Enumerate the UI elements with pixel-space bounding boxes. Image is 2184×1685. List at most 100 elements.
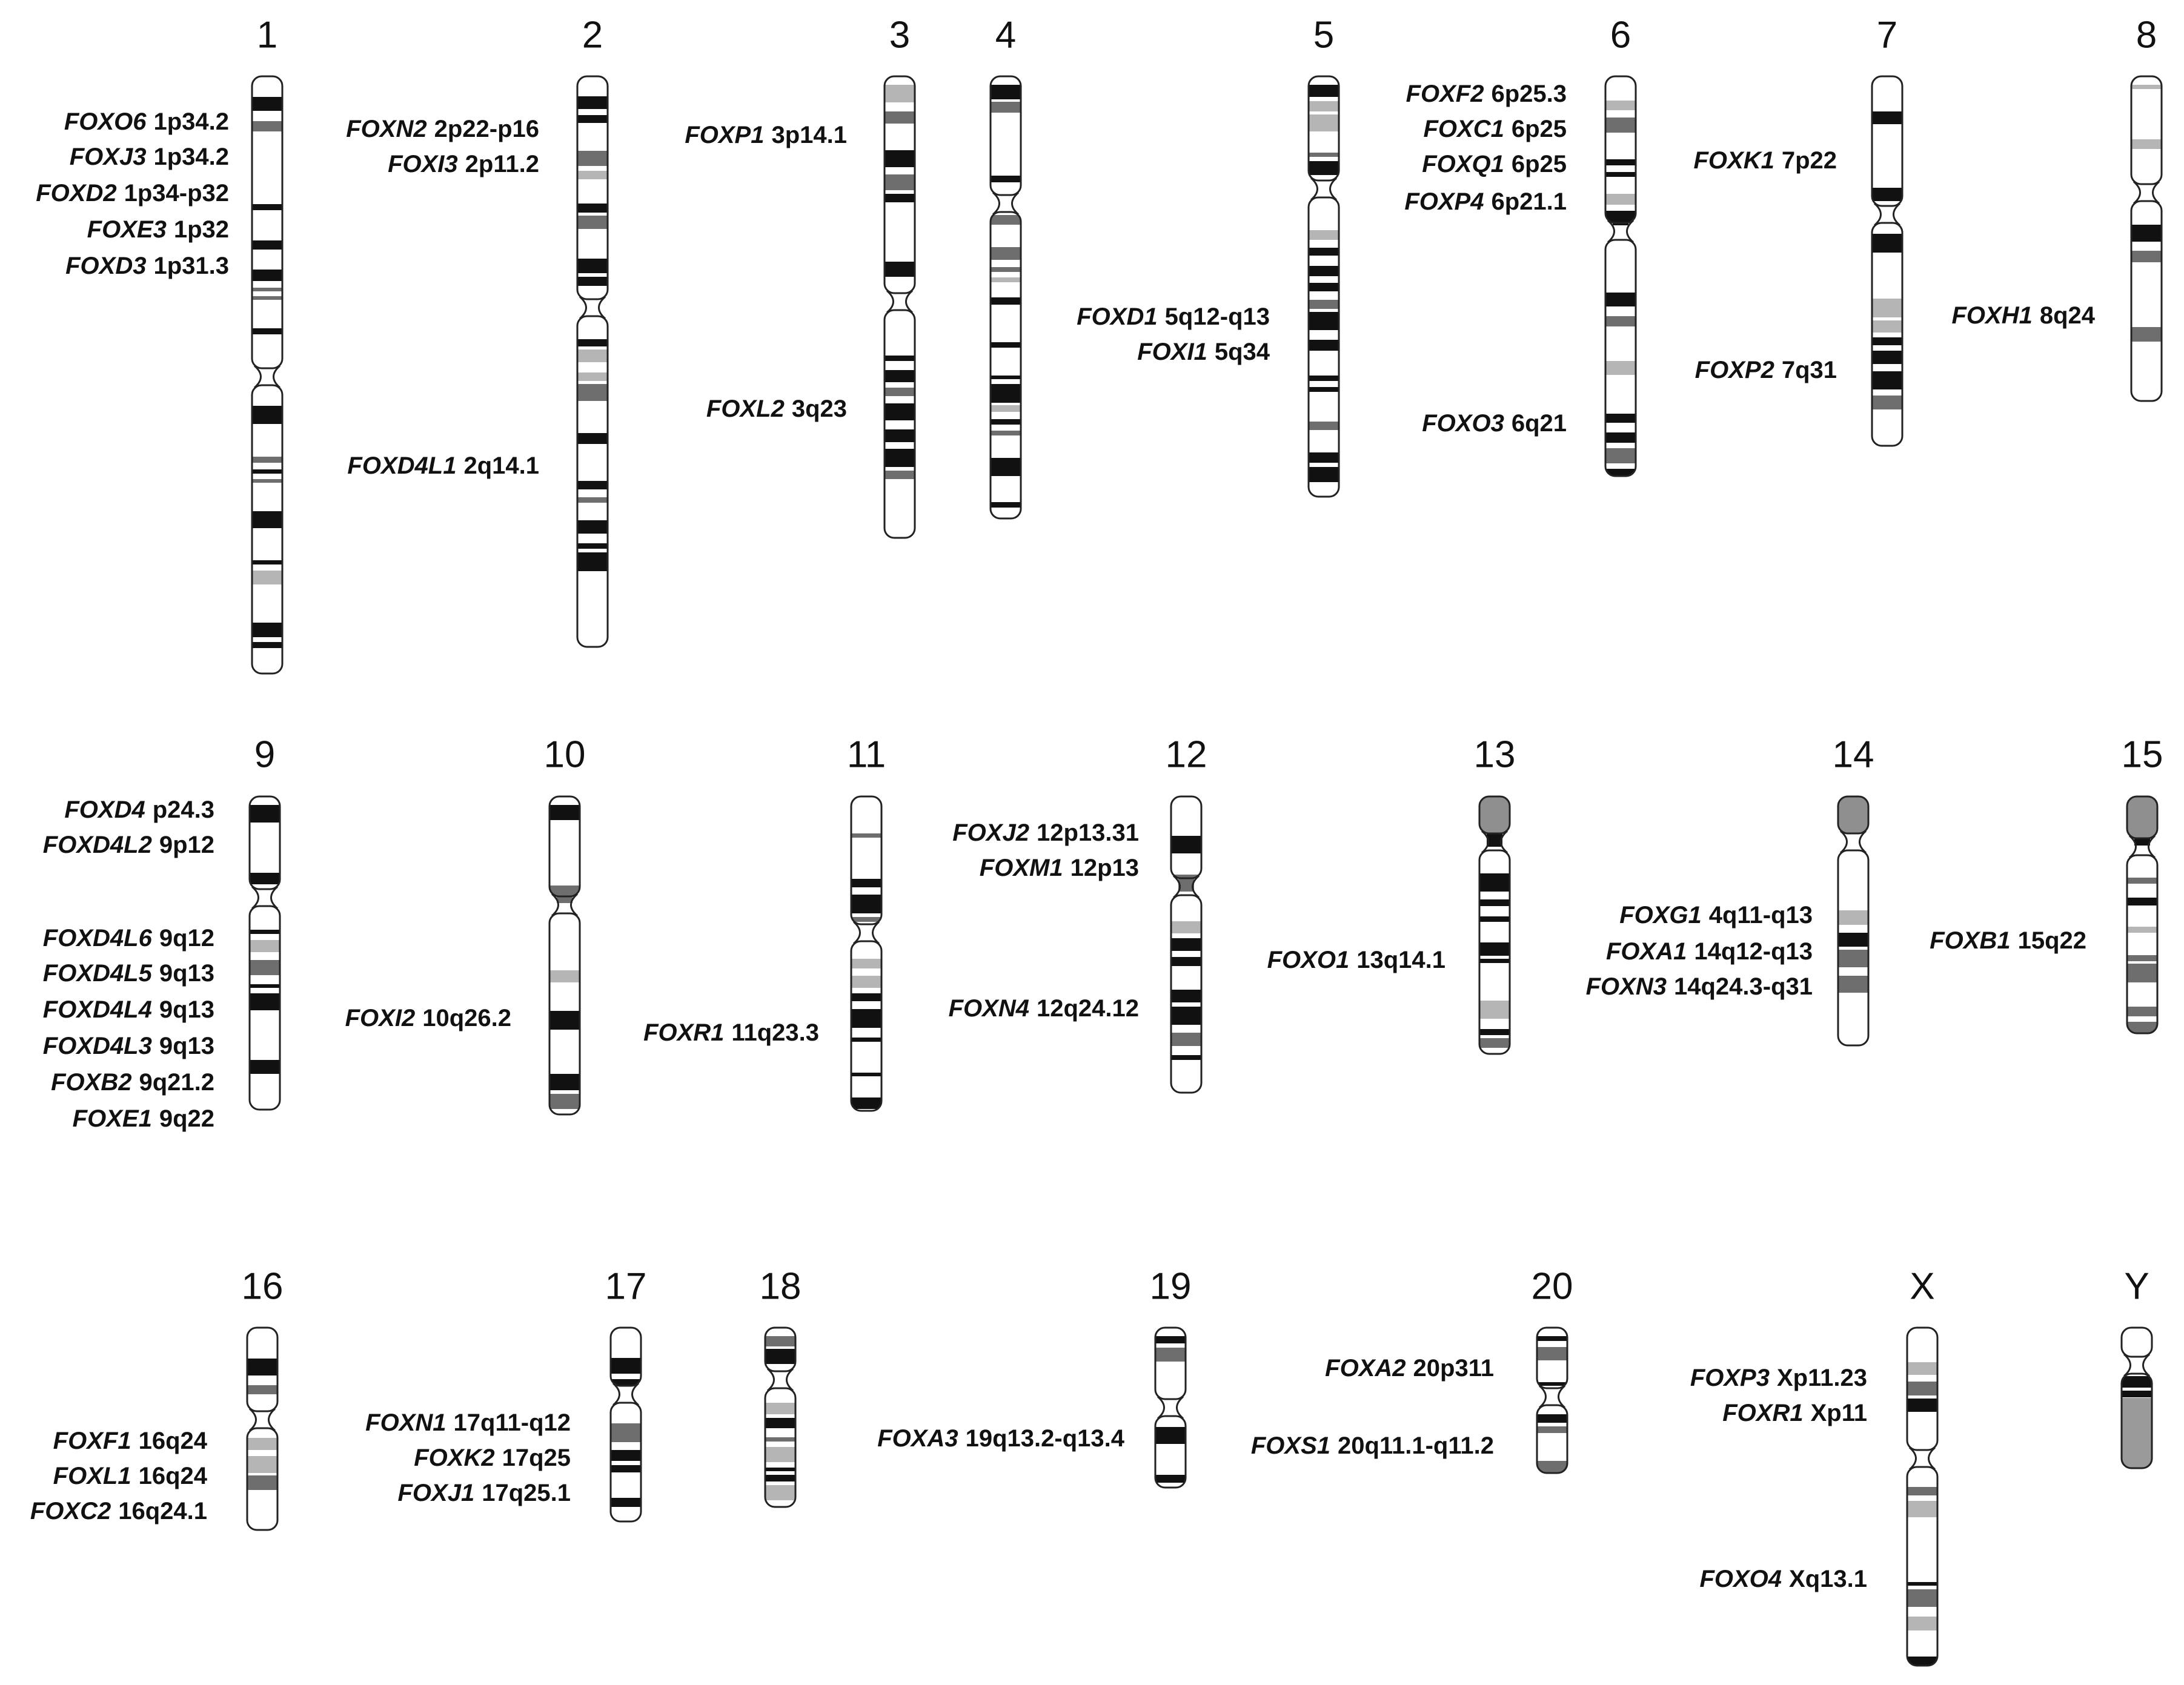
chromosome-number-label: 5 (1313, 14, 1334, 56)
q-arm (1837, 849, 1870, 1047)
gene-locus: 3p14.1 (771, 122, 847, 148)
gene-symbol: FOXC1 (1423, 116, 1504, 142)
gene-symbol: FOXL2 (706, 396, 785, 422)
q-arm (883, 309, 916, 539)
p-arm (248, 795, 281, 890)
gene-locus: Xq13.1 (1789, 1566, 1867, 1592)
chromosome-bands (1155, 1328, 1186, 1488)
gene-locus: 9q21.2 (139, 1069, 214, 1096)
gene-symbol: FOXI2 (345, 1005, 416, 1031)
p-arm (2120, 1326, 2153, 1358)
gene-locus: 7q31 (1782, 357, 1837, 383)
gene-symbol: FOXO4 (1699, 1566, 1782, 1592)
gene-symbol: FOXH1 (1951, 302, 2032, 329)
gene-symbol: FOXB2 (51, 1069, 131, 1096)
centromere (248, 1408, 276, 1432)
centromere (2133, 180, 2160, 205)
p-arm (1604, 75, 1637, 224)
gene-locus: 3q23 (792, 396, 847, 422)
q-arm (576, 315, 609, 648)
gene-symbol: FOXP3 (1690, 1365, 1770, 1391)
gene-symbol: FOXN3 (1586, 973, 1667, 1000)
q-arm (989, 211, 1022, 520)
gene-symbol: FOXR1 (643, 1019, 724, 1046)
gene-locus: 9p12 (159, 832, 214, 858)
gene-locus: 9q13 (159, 996, 214, 1023)
chromosome-bands (765, 1328, 795, 1507)
gene-symbol: FOXC2 (30, 1498, 111, 1524)
chromosome-number-label: 8 (2136, 14, 2157, 56)
gene-locus: 8q24 (2040, 302, 2096, 329)
chromosome-number-label: 4 (995, 14, 1016, 56)
gene-symbol: FOXK2 (414, 1445, 494, 1471)
chromosome-number-label: 16 (242, 1265, 284, 1307)
gene-locus: 17q11-q12 (454, 1409, 571, 1436)
gene-symbol: FOXD4L6 (43, 925, 153, 952)
p-arm (251, 75, 284, 369)
gene-label: FOXO4 Xq13.1 (1699, 1566, 1867, 1592)
chromosome-bands (885, 76, 915, 538)
chromosome-number-label: 17 (605, 1265, 647, 1307)
p-arm (548, 795, 581, 898)
gene-locus: Xp11 (1811, 1400, 1867, 1426)
p-arm (764, 1326, 797, 1372)
q-arm (764, 1387, 797, 1508)
p-arm (1906, 1326, 1939, 1451)
gene-symbol: FOXQ1 (1422, 151, 1504, 177)
p-arm (1837, 795, 1870, 835)
gene-locus: 4q11-q13 (1709, 902, 1813, 929)
gene-locus: 10q26.2 (422, 1005, 511, 1031)
gene-locus: 14q12-q13 (1694, 938, 1813, 965)
gene-symbol: FOXO6 (64, 108, 147, 135)
gene-locus: 1p34.2 (153, 144, 229, 170)
p-arm (246, 1326, 279, 1412)
chromosome-bands (1605, 76, 1636, 476)
centromere (852, 921, 880, 945)
gene-symbol: FOXO1 (1267, 947, 1350, 973)
gene-symbol: FOXD4L2 (43, 832, 152, 858)
centromere (1172, 875, 1200, 899)
gene-symbol: FOXJ3 (70, 144, 147, 170)
chromosome-number-label: 7 (1877, 14, 1897, 56)
gene-locus: 14q24.3-q31 (1674, 973, 1813, 1000)
gene-symbol: FOXD4L4 (43, 996, 152, 1023)
gene-locus: 12q24.12 (1037, 995, 1139, 1022)
chromosome-bands (252, 76, 282, 674)
p-arm (1536, 1326, 1568, 1389)
gene-locus: 2q14.1 (463, 452, 539, 479)
centromere (1157, 1395, 1184, 1420)
chromosome-number-label: X (1910, 1265, 1934, 1307)
gene-locus: 16q24 (139, 1463, 208, 1489)
centromere (1538, 1385, 1566, 1409)
gene-locus: 9q13 (159, 1033, 214, 1059)
gene-locus: 16q24.1 (118, 1498, 207, 1524)
gene-label: FOXB2 9q21.2 (51, 1069, 214, 1096)
chromosome-number-label: Y (2124, 1265, 2149, 1307)
gene-symbol: FOXD2 (36, 180, 116, 207)
chromosome-bands (1309, 76, 1339, 497)
gene-locus: 19q13.2-q13.4 (966, 1425, 1125, 1452)
gene-locus: 6q21 (1512, 410, 1567, 437)
